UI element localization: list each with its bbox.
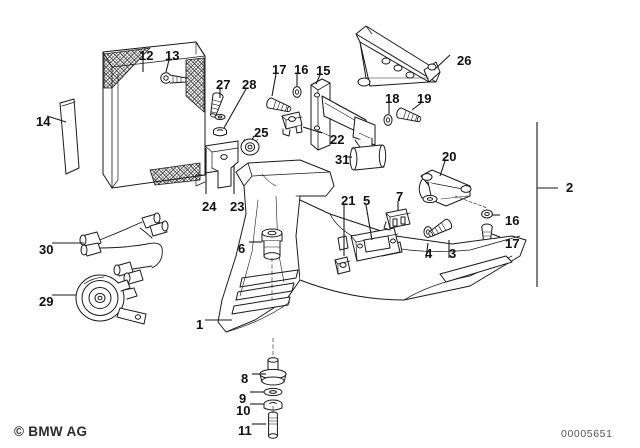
callout-trim-strip[interactable]: 14 xyxy=(36,114,51,129)
callout-mounting-plate[interactable]: 5 xyxy=(363,193,371,208)
callout-fastener-rivet[interactable]: 13 xyxy=(165,48,180,63)
callout-bushing-mount[interactable]: 8 xyxy=(241,371,249,386)
callout-clip-nut[interactable]: 21 xyxy=(341,193,356,208)
part-29-horn xyxy=(75,274,147,325)
part-28-washer-stack xyxy=(213,113,227,137)
callout-lock-nut[interactable]: 10 xyxy=(236,403,251,418)
leader-lines xyxy=(46,54,558,425)
callout-bushing[interactable]: 25 xyxy=(254,125,269,140)
callout-wiring-harness[interactable]: 30 xyxy=(39,242,54,257)
callout-washer[interactable]: 4 xyxy=(425,246,433,261)
callout-side-bracket[interactable]: 20 xyxy=(442,149,457,164)
part-31-rubber-sleeve xyxy=(349,144,387,171)
part-16-washer-a xyxy=(292,86,302,98)
part-6-rubber-grommet xyxy=(261,228,283,301)
part-16-washer-b xyxy=(481,209,493,219)
part-13-fastener-rivet xyxy=(160,72,187,84)
callout-grille-panel[interactable]: 12 xyxy=(139,48,154,63)
callout-triangular-bracket[interactable]: 26 xyxy=(457,53,472,68)
callout-hex-bolt[interactable]: 17 xyxy=(505,236,520,251)
callout-washer-stack[interactable]: 28 xyxy=(242,77,257,92)
callout-washer[interactable]: 9 xyxy=(239,391,247,406)
part-25-bushing xyxy=(240,138,260,156)
callout-hex-bolt[interactable]: 19 xyxy=(417,91,432,106)
callout-rubber-grommet[interactable]: 6 xyxy=(238,241,246,256)
callout-angle-bracket[interactable]: 23 xyxy=(230,199,245,214)
part-20-side-bracket xyxy=(418,169,472,207)
callout-horn[interactable]: 29 xyxy=(39,294,54,309)
bmw-copyright-label: © BMW AG xyxy=(14,424,88,439)
part-22-retaining-clip xyxy=(281,111,303,137)
callout-retaining-clip[interactable]: 22 xyxy=(330,132,345,147)
callout-hex-bolt[interactable]: 27 xyxy=(216,77,231,92)
callout-hex-bolt[interactable]: 17 xyxy=(272,62,287,77)
callout-washer[interactable]: 16 xyxy=(294,62,309,77)
part-7-clip-block xyxy=(383,208,411,231)
part-30-wiring-harness xyxy=(79,212,169,285)
part-8-bushing-mount xyxy=(259,337,287,386)
callout-washer[interactable]: 18 xyxy=(385,91,400,106)
part-12-grille-panel xyxy=(102,41,206,189)
callout-support-bracket[interactable]: 15 xyxy=(316,63,331,78)
part-17-hex-bolt-a xyxy=(265,96,293,116)
callout-hex-bolt[interactable]: 3 xyxy=(449,246,457,261)
callout-assembly-group-bracket[interactable]: 2 xyxy=(566,180,574,195)
part-18-washer xyxy=(383,114,393,126)
part-15-support-bracket xyxy=(310,78,376,151)
callout-rubber-sleeve[interactable]: 31 xyxy=(335,152,350,167)
part-26-triangular-bracket xyxy=(355,25,441,87)
callout-washer[interactable]: 16 xyxy=(505,213,520,228)
callout-front-spoiler-air-dam[interactable]: 1 xyxy=(196,317,204,332)
part-14-trim-strip xyxy=(59,98,80,175)
part-11-hex-bolt xyxy=(268,405,278,439)
callout-hex-bolt[interactable]: 11 xyxy=(238,423,252,438)
diagram-id-label: 00005651 xyxy=(561,428,613,440)
part-5-mounting-plate xyxy=(350,227,401,262)
callout-clip-block[interactable]: 7 xyxy=(396,189,404,204)
part-21-clip-nut xyxy=(334,256,351,275)
part-23-angle-bracket xyxy=(204,140,239,189)
part-19-hex-bolt xyxy=(395,106,423,126)
part-9-washer xyxy=(263,387,283,397)
callout-bracket-leader[interactable]: 24 xyxy=(202,199,217,214)
